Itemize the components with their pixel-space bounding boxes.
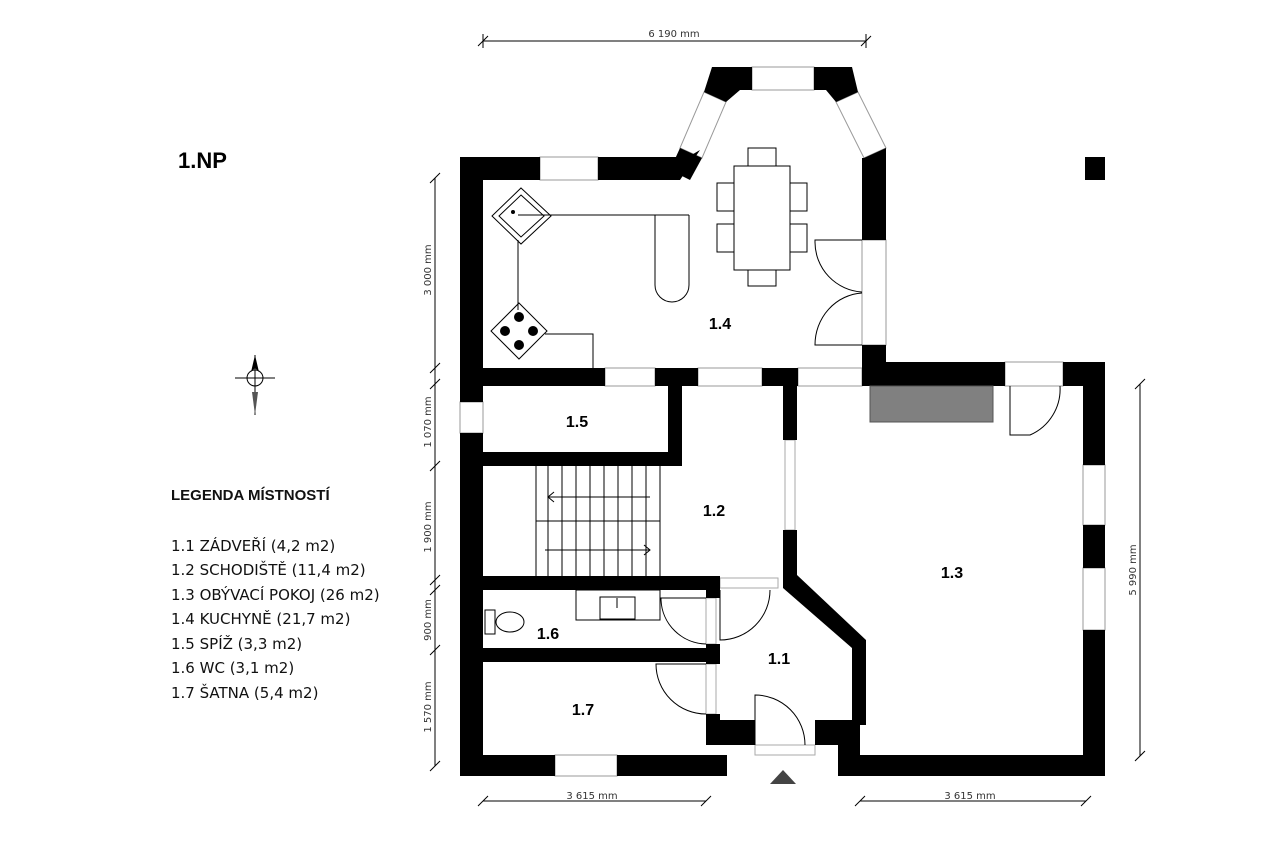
- legend-item: 1.7 ŠATNA (5,4 m2): [171, 683, 319, 702]
- walls: [460, 67, 1105, 776]
- room-label-1-3: 1.3: [941, 565, 963, 582]
- staircase: [535, 466, 661, 576]
- sink-icon: [491, 187, 552, 245]
- legend-heading: LEGENDA MÍSTNOSTÍ: [171, 487, 330, 504]
- legend-item: 1.3 OBÝVACÍ POKOJ (26 m2): [171, 585, 380, 604]
- svg-text:5 990 mm: 5 990 mm: [1128, 544, 1139, 595]
- toilet-icon: [484, 609, 525, 635]
- legend-item: 1.5 SPÍŽ (3,3 m2): [171, 634, 303, 653]
- room-label-1-1: 1.1: [768, 651, 790, 668]
- fireplace: [869, 385, 994, 423]
- room-legend: LEGENDA MÍSTNOSTÍ 1.1 ZÁDVEŘÍ (4,2 m2) 1…: [171, 484, 380, 705]
- dimension-left: 3 000 mm 1 070 mm 1 900 mm 900 mm 1 570 …: [423, 172, 441, 772]
- svg-text:3 000 mm: 3 000 mm: [423, 244, 434, 295]
- svg-text:3 615 mm: 3 615 mm: [944, 791, 995, 802]
- windows: [459, 66, 1106, 777]
- stove-icon: [490, 302, 548, 360]
- svg-text:1 070 mm: 1 070 mm: [423, 396, 434, 447]
- room-label-1-2: 1.2: [703, 503, 725, 520]
- svg-text:900 mm: 900 mm: [423, 599, 434, 641]
- washbasin-icon: [575, 589, 661, 621]
- svg-text:1 900 mm: 1 900 mm: [423, 501, 434, 552]
- room-label-1-5: 1.5: [566, 414, 588, 431]
- north-arrow-icon: [235, 355, 275, 415]
- room-label-1-4: 1.4: [709, 316, 731, 333]
- legend-item: 1.2 SCHODIŠTĚ (11,4 m2): [171, 561, 366, 579]
- legend-item: 1.6 WC (3,1 m2): [171, 659, 295, 677]
- room-label-1-6: 1.6: [537, 626, 559, 643]
- dining-table: [716, 147, 808, 287]
- legend-item: 1.1 ZÁDVEŘÍ (4,2 m2): [171, 536, 336, 555]
- kitchen-counter: [517, 214, 690, 368]
- svg-text:3 615 mm: 3 615 mm: [566, 791, 617, 802]
- legend-item: 1.4 KUCHYNĚ (21,7 m2): [171, 610, 351, 628]
- dimension-bottom: 3 615 mm 3 615 mm: [477, 791, 1092, 807]
- svg-text:6 190 mm: 6 190 mm: [648, 29, 699, 40]
- dimension-right: 5 990 mm: [1128, 378, 1146, 762]
- svg-text:1 570 mm: 1 570 mm: [423, 681, 434, 732]
- dimension-top: 6 190 mm: [477, 29, 872, 48]
- room-label-1-7: 1.7: [572, 702, 594, 719]
- floor-title: 1.NP: [178, 148, 227, 173]
- entrance-marker: [770, 770, 796, 784]
- doors: [655, 239, 1061, 746]
